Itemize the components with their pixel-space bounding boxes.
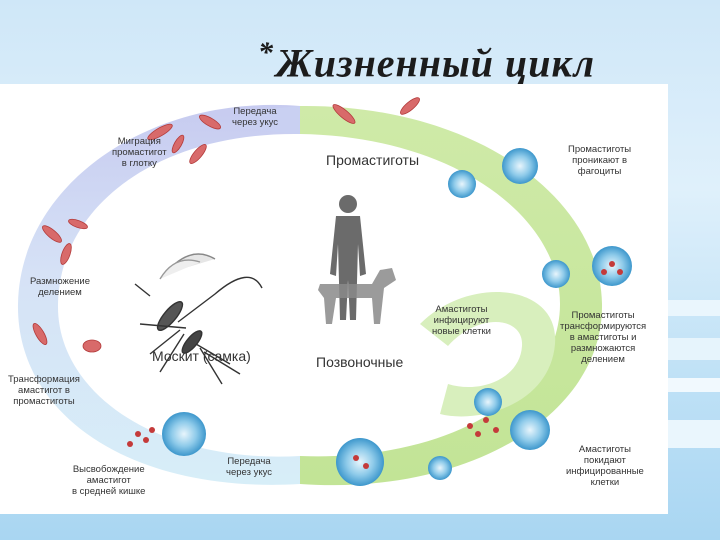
slide-title: *Жизненный цикл	[258, 36, 595, 86]
mosquito-icon	[134, 253, 263, 385]
label-penetrate: Промастиготы проникают в фагоциты	[568, 144, 632, 177]
label-bite-bottom: Передача через укус	[226, 456, 272, 478]
dog-silhouette-icon	[318, 268, 396, 324]
label-migration: Миграция промастигот в глотку	[112, 136, 167, 169]
label-leave: Амастиготы покидают инфицированные клетк…	[566, 444, 644, 488]
title-bullet: *	[258, 36, 274, 69]
inner-cycle-arc	[420, 291, 556, 417]
label-transform-host: Промастиготы трансформируются в амастиго…	[560, 310, 647, 365]
diagram-graphics	[17, 97, 632, 486]
label-division: Размножение делением	[30, 276, 90, 298]
top-arrow	[240, 106, 300, 134]
promastigotes-title: Промастиготы	[326, 152, 420, 168]
parasite-promastigotes	[32, 97, 420, 353]
human-silhouette-icon	[330, 195, 366, 320]
amastigote-dots	[127, 261, 623, 469]
mosquito-title: Москит (самка)	[152, 348, 251, 364]
title-text: Жизненный цикл	[276, 40, 596, 86]
label-infect: Амастиготы инфицируют новые клетки	[432, 304, 491, 337]
mosquito-cycle-arc	[17, 104, 301, 485]
label-bite-top: Передача через укус	[232, 106, 278, 128]
life-cycle-diagram: Передача через укус Миграция промастигот…	[0, 84, 668, 514]
phagocyte-cells	[162, 148, 632, 486]
label-release: Высвобождение амастигот в средней кишке	[72, 464, 146, 497]
label-transform-mosquito: Трансформация амастигот в промастиготы	[8, 374, 80, 407]
vertebrate-title: Позвоночные	[316, 354, 404, 370]
